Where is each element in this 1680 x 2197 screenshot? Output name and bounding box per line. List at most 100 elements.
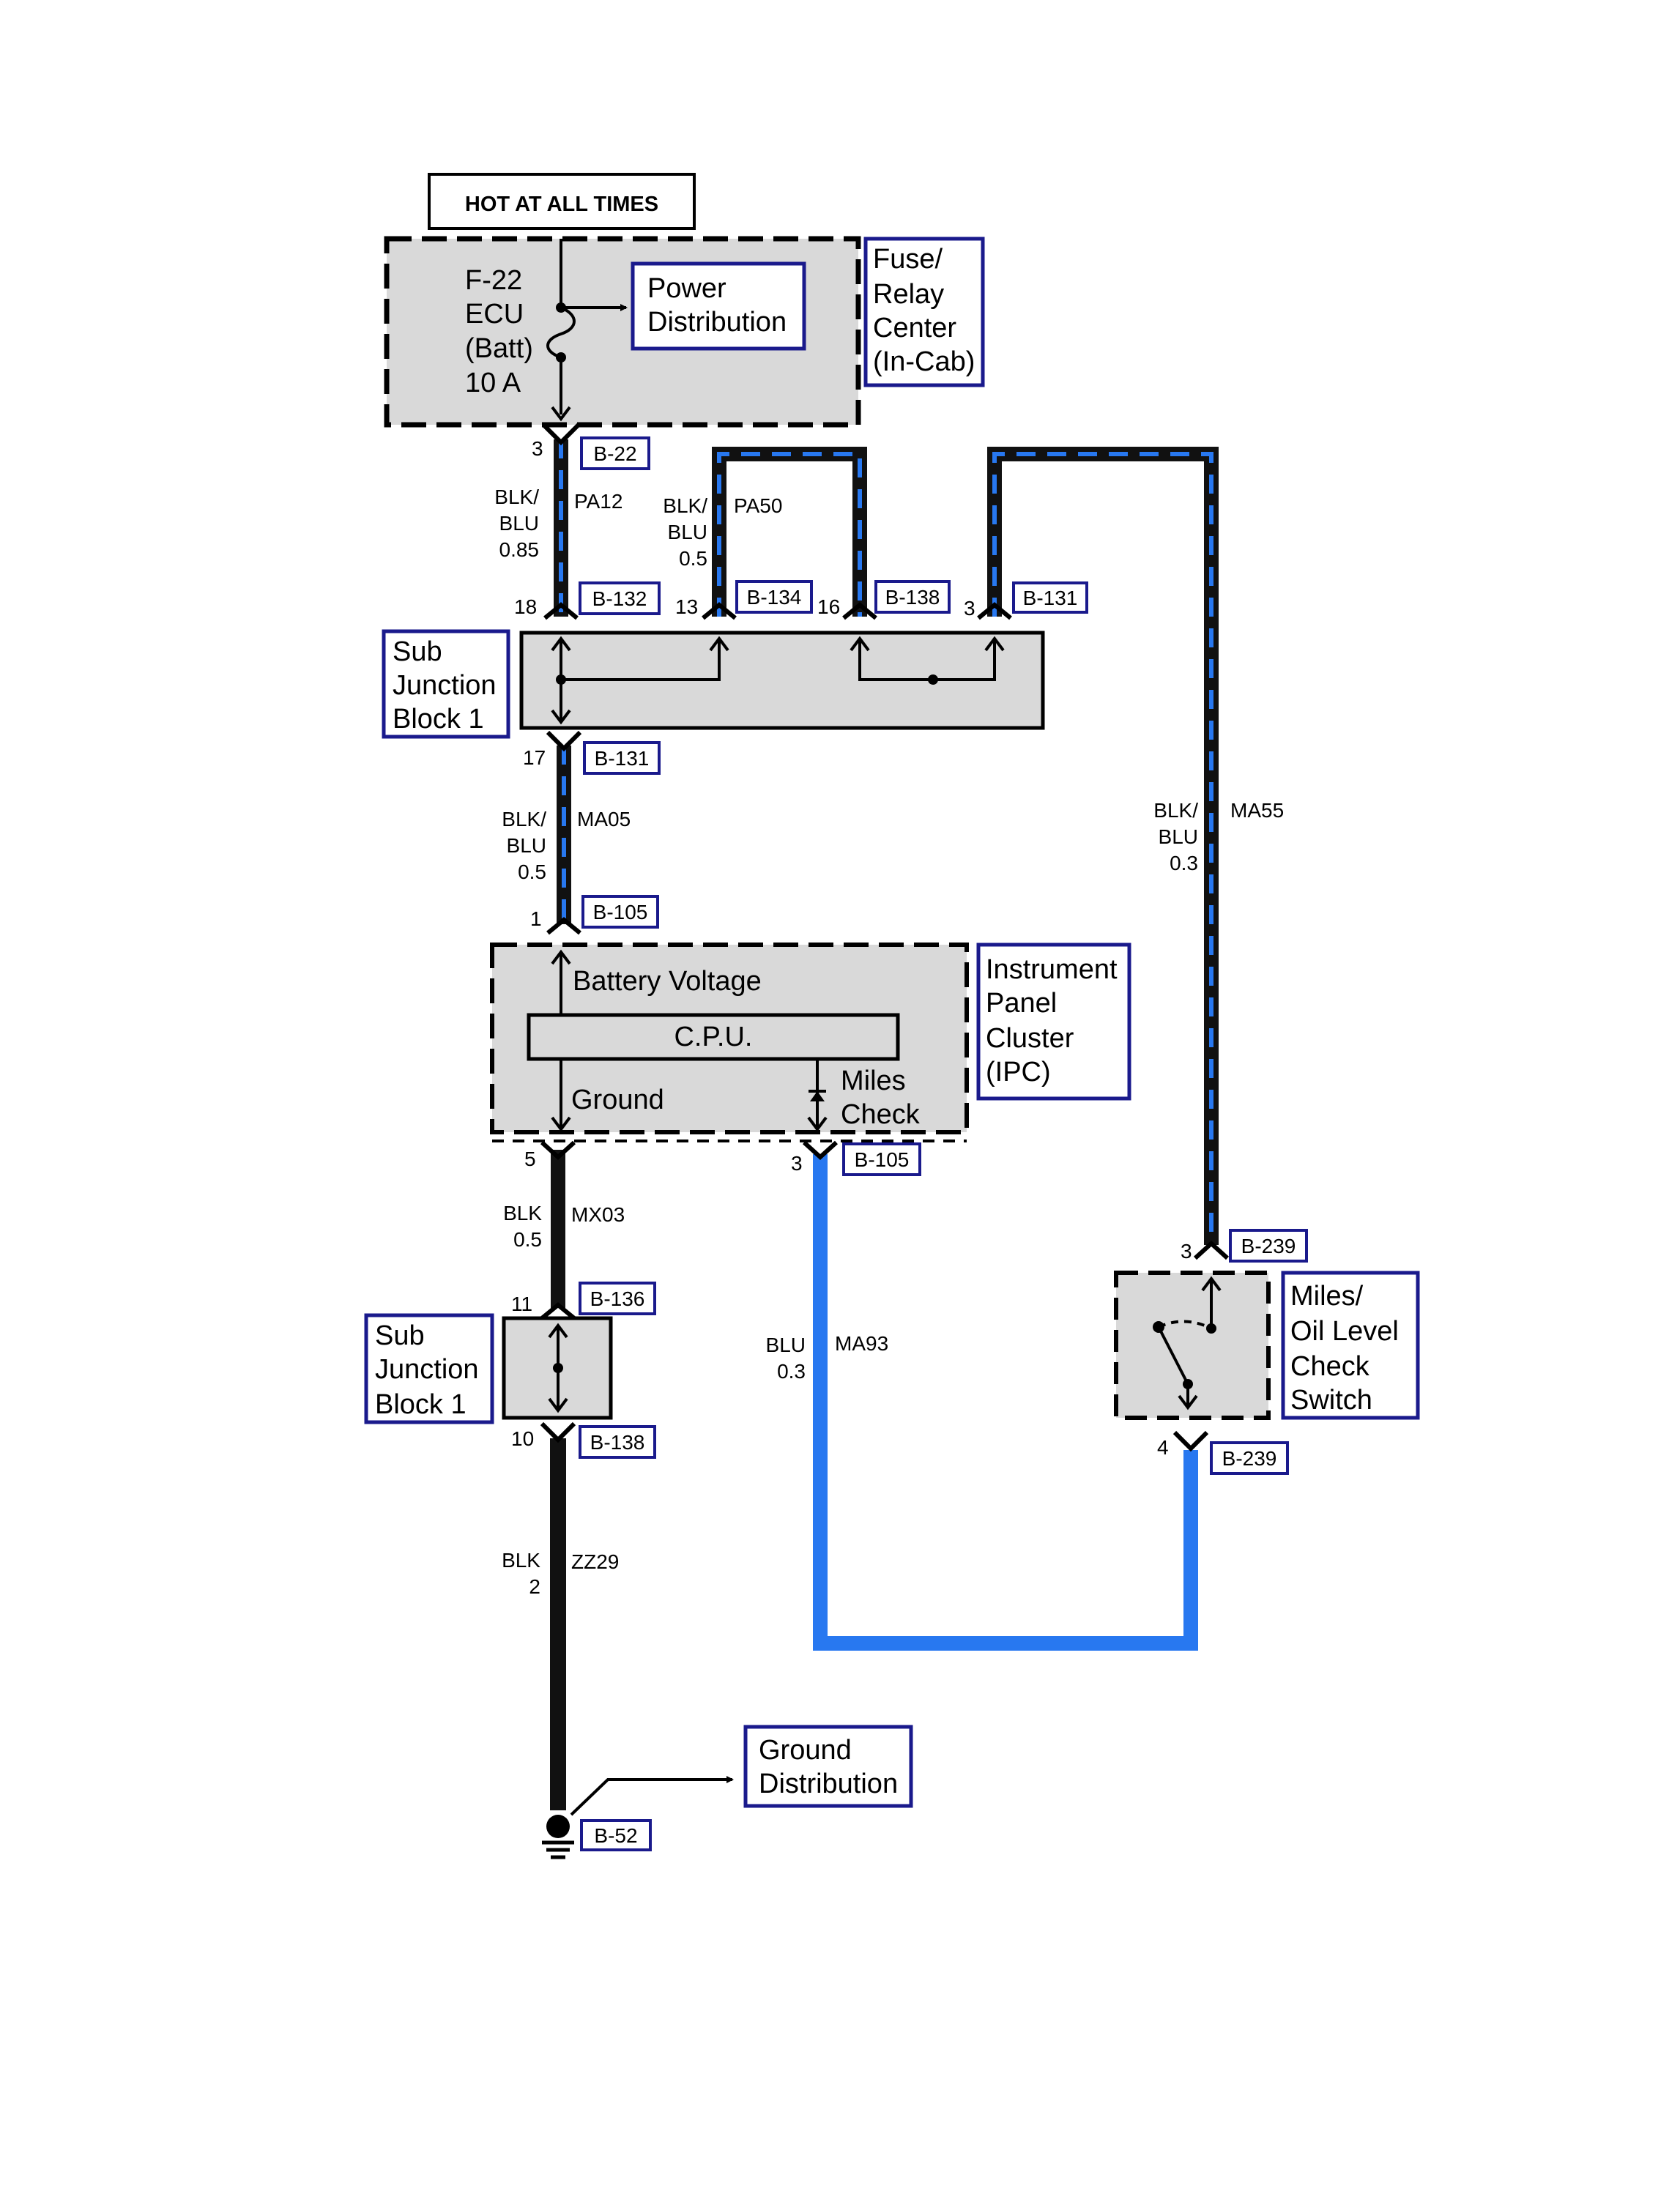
zz29-circuit: ZZ29 [571, 1550, 619, 1573]
chevron-b138-top [842, 602, 877, 620]
miles-check-line-2: Check [841, 1099, 921, 1130]
tag-b52-label: B-52 [594, 1824, 637, 1847]
chevron-b105-gnd [540, 1140, 576, 1161]
tag-b131-bot: B-131 [583, 741, 661, 775]
pin-b131-top: 3 [964, 597, 975, 620]
ma55-color-3: 0.3 [1170, 852, 1198, 874]
pin-b105-gnd: 5 [524, 1148, 536, 1170]
power-distribution-tag[interactable]: Power Distribution [631, 261, 806, 351]
ma55-color-2: BLU [1159, 825, 1198, 848]
sjb-bottom-line-1: Sub [375, 1320, 425, 1351]
pin-b131-bot: 17 [523, 746, 546, 769]
pin-b105-in: 1 [530, 907, 542, 930]
ground-distribution-line-2: Distribution [759, 1769, 898, 1799]
chevron-b138-bot [540, 1421, 576, 1443]
sub-junction-block-bottom [502, 1316, 613, 1420]
pin-b138-bot: 10 [511, 1427, 534, 1450]
fuse-label-line-1: F-22 [465, 265, 522, 296]
tag-b22-label: B-22 [593, 442, 636, 465]
sub-junction-block-top-tag: Sub Junction Block 1 [382, 629, 510, 739]
tag-b239-bot-label: B-239 [1222, 1447, 1277, 1470]
chevron-b134 [702, 602, 737, 620]
connector-tags: B-22 B-132 B-134 B-138 B-131 B-131 B-105… [579, 436, 1308, 1851]
ground-distribution-tag[interactable]: Ground Distribution [743, 1725, 913, 1808]
pin-b22: 3 [532, 437, 543, 460]
sjb-bottom-line-2: Junction [375, 1354, 479, 1385]
oil-level-switch-tag: Miles/ Oil Level Check Switch [1281, 1271, 1420, 1420]
ipc-line-4: (IPC) [986, 1057, 1051, 1088]
tag-b134: B-134 [735, 580, 813, 614]
sjb-top-line-1: Sub [393, 636, 442, 667]
pa50-color-3: 0.5 [679, 547, 707, 570]
fuse-relay-center-line-4: (In-Cab) [873, 346, 975, 377]
switch-line-2: Oil Level [1290, 1316, 1399, 1347]
zz29-color-2: 2 [529, 1575, 540, 1598]
mx03-circuit: MX03 [571, 1203, 625, 1226]
pa50-circuit: PA50 [734, 494, 782, 517]
fuse-label-line-4: 10 A [465, 368, 521, 398]
tag-b131-bot-label: B-131 [595, 747, 650, 770]
ma55-circuit: MA55 [1230, 799, 1284, 822]
sub-junction-block-bottom-tag: Sub Junction Block 1 [364, 1313, 494, 1424]
pin-b138-top: 16 [817, 595, 840, 618]
power-distribution-line-2: Distribution [647, 307, 787, 338]
switch-line-3: Check [1290, 1351, 1370, 1382]
mx03-color-1: BLK [503, 1202, 542, 1224]
wire-ma55 [987, 447, 1219, 1245]
ground-label: Ground [571, 1085, 664, 1115]
ma93-color-1: BLU [766, 1334, 806, 1356]
switch-line-1: Miles/ [1290, 1281, 1364, 1312]
pin-b239-bot: 4 [1157, 1436, 1169, 1459]
pin-b136: 11 [511, 1293, 532, 1315]
fuse-label-line-2: ECU [465, 299, 524, 330]
ipc-block: C.P.U. Battery Voltage Ground Miles Chec… [490, 943, 969, 1142]
ma05-circuit: MA05 [577, 808, 631, 830]
chevron-b131-bot [546, 730, 582, 752]
chevron-b136 [540, 1302, 576, 1320]
tag-b138-top: B-138 [874, 580, 951, 614]
miles-check-line-1: Miles [841, 1066, 906, 1096]
chevron-b105-out [802, 1140, 839, 1161]
mx03-color-2: 0.5 [513, 1228, 542, 1251]
fuse-symbol [546, 239, 628, 422]
chevron-b239-bot [1172, 1430, 1209, 1452]
fuse-relay-center-tag: Fuse/ Relay Center (In-Cab) [863, 237, 985, 387]
chevron-b131-top [977, 602, 1012, 620]
fuse-relay-center-line-3: Center [873, 313, 956, 343]
power-distribution-line-1: Power [647, 273, 726, 304]
fuse-label-line-3: (Batt) [465, 333, 533, 364]
wire-pa50 [712, 447, 867, 617]
sub-junction-block-top [519, 631, 1045, 730]
ipc-line-3: Cluster [986, 1023, 1074, 1054]
switch-line-4: Switch [1290, 1385, 1372, 1416]
pin-b239-top: 3 [1181, 1240, 1192, 1263]
tag-b105-in: B-105 [581, 895, 659, 929]
tag-b105-out-label: B-105 [855, 1148, 910, 1171]
cpu-label: C.P.U. [674, 1022, 752, 1052]
fuse-relay-center-line-1: Fuse/ [873, 244, 943, 275]
ground-symbol [542, 1776, 734, 1859]
tag-b239-top: B-239 [1229, 1229, 1308, 1263]
tag-b138-top-label: B-138 [885, 586, 940, 609]
tag-b138-bot-label: B-138 [590, 1431, 645, 1454]
tag-b131-top-label: B-131 [1023, 587, 1078, 609]
tag-b138-bot: B-138 [579, 1425, 656, 1459]
pin-numbers: 3 18 13 16 3 17 1 5 3 11 10 3 4 [511, 437, 1192, 1459]
pin-b132: 18 [514, 595, 537, 618]
ma55-color-1: BLK/ [1153, 799, 1198, 822]
pa12-color-2: BLU [499, 512, 539, 535]
ma05-color-3: 0.5 [518, 860, 546, 883]
sjb-bottom-line-3: Block 1 [375, 1389, 467, 1420]
ma93-circuit: MA93 [835, 1332, 888, 1355]
tag-b132: B-132 [579, 581, 661, 615]
tag-b105-in-label: B-105 [593, 901, 648, 923]
tag-b239-bot: B-239 [1210, 1441, 1289, 1475]
oil-level-switch-block [1114, 1271, 1271, 1420]
pin-b105-out: 3 [791, 1152, 803, 1175]
wire-ma93 [813, 1154, 1198, 1651]
pa12-color-1: BLK/ [494, 486, 539, 508]
wire-labels: BLK/ BLU 0.85 PA12 BLK/ BLU 0.5 PA50 BLK… [494, 486, 1284, 1598]
tag-b136-label: B-136 [590, 1287, 645, 1310]
ma05-color-2: BLU [507, 834, 546, 857]
